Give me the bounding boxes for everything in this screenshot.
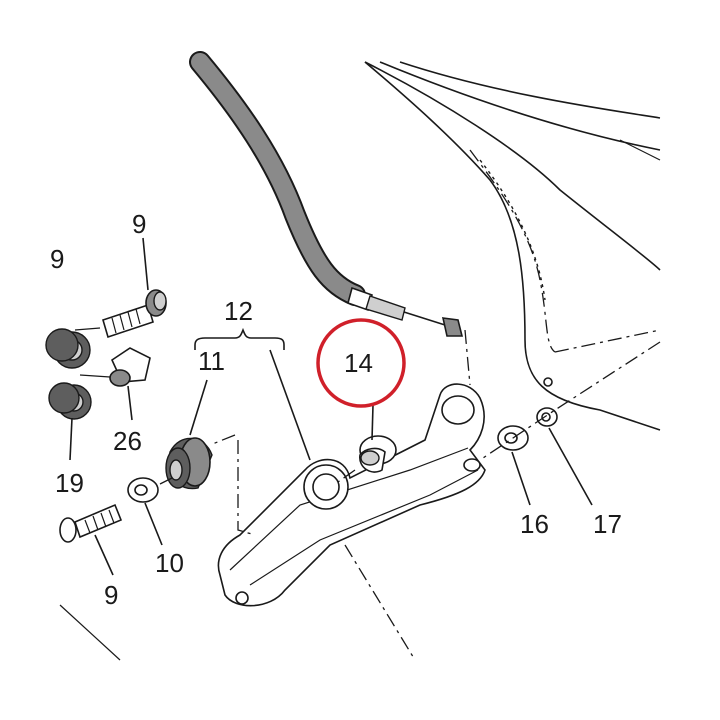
axis-line-main [479,341,661,461]
fairing-panel [364,61,661,431]
cable [189,51,464,337]
axis-line-washer [159,477,173,485]
callout-9-top: 9 [132,209,146,239]
callout-17: 17 [593,509,622,539]
brace-12 [194,327,285,350]
leader-lines [69,237,593,576]
callout-10: 10 [155,548,184,578]
callout-12: 12 [224,296,253,326]
callout-9-bottom: 9 [104,580,118,610]
callout-16: 16 [520,509,549,539]
grommet-11 [165,437,213,490]
gear-lower [48,382,92,420]
callout-9-left-cut: 9 [50,244,64,274]
callout-14: 14 [344,348,373,378]
axis-line-grommet [209,434,256,536]
axis-line-lower [344,544,416,661]
callout-19: 19 [55,468,84,498]
callout-26: 26 [113,426,142,456]
bracket [217,383,486,607]
washer-10 [127,477,159,503]
cap-26 [79,347,151,387]
bolt-upper [74,289,167,339]
bolt-lower [59,503,123,543]
callout-11: 11 [198,346,225,376]
bushing-14 [337,435,397,483]
nut-17 [536,407,558,427]
outline-line-bottom-left [59,604,121,661]
highlight-circle-14 [316,318,406,408]
centerline-cable [464,329,471,386]
gear-upper [45,328,91,369]
